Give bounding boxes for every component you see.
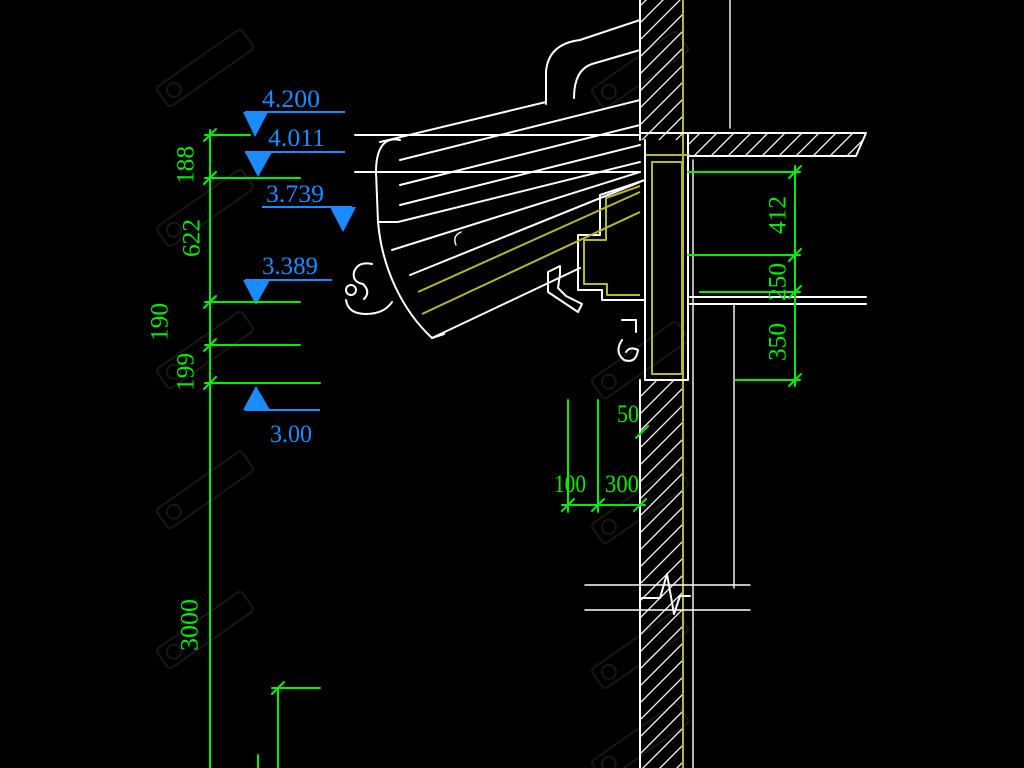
eave-ornament: [345, 262, 393, 315]
purlin-profile-inner: [583, 185, 641, 296]
rafter-line: [417, 191, 641, 293]
watermark-logo: [156, 450, 254, 530]
dimension-label: 100: [554, 471, 586, 498]
dimension-tick: [203, 338, 217, 352]
watermark-logo: [156, 310, 254, 390]
elevation-triangle: [243, 112, 268, 137]
dimension-tick: [203, 128, 217, 142]
dimension-label: 188: [173, 146, 200, 184]
watermark-mark: [600, 663, 617, 680]
rafter-underside: [431, 267, 581, 339]
roof-board-line: [409, 181, 641, 276]
dimension-label: 412: [765, 196, 792, 234]
eave-beam: [577, 139, 689, 381]
roof-line: [399, 99, 641, 161]
wall-hatch-lower: [640, 380, 682, 768]
rafter-line: [421, 211, 641, 315]
dimension-label: 622: [179, 219, 206, 257]
dimension-label: 190: [147, 303, 174, 341]
elevation-triangle: [245, 152, 272, 177]
elevation-marks: 4.200 4.011 3.739 3.389 3.00: [243, 86, 356, 448]
nail-detail: [454, 231, 462, 246]
right-dimension-chain: 412 250 350: [687, 165, 802, 387]
elevation-label: 3.739: [266, 181, 324, 208]
watermark-mark: [600, 373, 617, 390]
elevation-label: 4.200: [262, 86, 320, 113]
eave-roof: [345, 19, 641, 362]
dimension-tick: [591, 498, 605, 512]
roof-board-line: [391, 171, 641, 251]
dimension-tick: [203, 376, 217, 390]
break-symbol: [641, 573, 691, 615]
watermark-mark: [165, 363, 182, 380]
watermark-mark: [165, 503, 182, 520]
watermark-mark: [165, 643, 182, 660]
dimension-tick: [633, 498, 647, 512]
dimension-label: 199: [173, 353, 200, 391]
left-dimension-chain: 188 622 190 199 3000: [147, 128, 321, 768]
dimension-tick: [788, 285, 802, 299]
ridge-tile-inner: [573, 49, 641, 99]
dimension-tick: [788, 373, 802, 387]
tile-round-end: [375, 138, 401, 223]
dimension-label: 50: [617, 401, 639, 428]
dimension-tick: [635, 425, 649, 439]
dimension-tick: [788, 165, 802, 179]
hanging-ornament: [617, 319, 639, 362]
ridge-tile: [545, 19, 641, 105]
purlin-profile: [577, 179, 646, 301]
watermark-mark: [600, 755, 617, 768]
roof-slab: [687, 132, 867, 157]
elevation-label: 4.011: [268, 125, 325, 152]
watermark-frame: [156, 450, 254, 530]
dimension-label: 3000: [177, 599, 204, 651]
wall-hatch-upper: [640, 0, 682, 140]
dimension-label: 250: [765, 263, 792, 301]
watermark-layer: [156, 28, 689, 768]
eave-ornament-eye: [345, 284, 357, 296]
dimension-tick: [203, 295, 217, 309]
watermark-logo: [156, 590, 254, 670]
dimension-tick: [271, 681, 285, 695]
bracket-hook: [547, 265, 583, 313]
roof-line: [399, 144, 641, 206]
watermark-mark: [165, 221, 182, 238]
eave-underside-curve: [377, 221, 445, 339]
dimension-tick: [788, 248, 802, 262]
elevation-triangle: [243, 386, 270, 410]
dimension-label: 350: [765, 323, 792, 361]
dimension-tick: [203, 171, 217, 185]
watermark-mark: [600, 518, 617, 535]
wall: [584, 0, 751, 768]
elevation-triangle: [243, 280, 270, 305]
watermark-logo: [156, 28, 254, 108]
dimension-label: 300: [605, 471, 639, 498]
lower-dimension-chain: 50 100 300: [554, 399, 649, 513]
watermark-frame: [156, 310, 254, 390]
watermark-mark: [165, 81, 182, 98]
elevation-triangle: [330, 207, 356, 232]
elevation-label: 3.389: [262, 253, 318, 280]
roof-slab-group: [639, 132, 867, 305]
elevation-label: 3.00: [270, 421, 312, 448]
column-inner: [651, 161, 683, 375]
column-outline: [644, 139, 689, 381]
watermark-frame: [156, 28, 254, 108]
watermark-mark: [600, 83, 617, 100]
watermark-frame: [156, 590, 254, 670]
dimension-tick: [561, 498, 575, 512]
